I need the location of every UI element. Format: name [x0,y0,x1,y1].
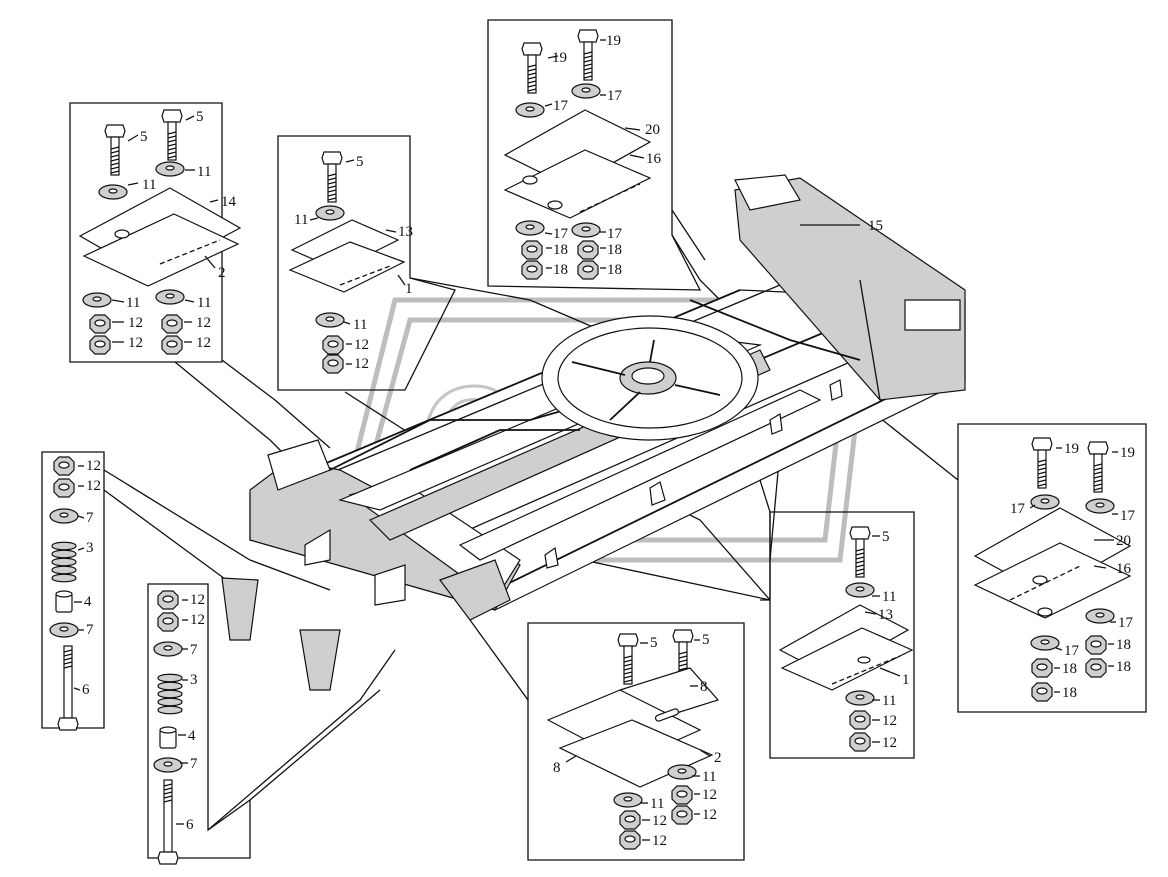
callout-17: 17 [607,226,623,242]
callout-17: 17 [1010,501,1026,517]
callout-12: 12 [702,787,717,803]
callout-13: 13 [878,607,893,623]
callout-12: 12 [190,612,205,628]
panel-bottom-center-parts [546,629,720,850]
callout-1: 1 [902,672,910,688]
callout-18: 18 [607,262,622,278]
callout-12: 12 [652,813,667,829]
panel-top-right [487,19,702,291]
callout-18: 18 [1062,685,1077,701]
panel-left-narrow-parts [49,456,79,731]
panel-bottom-center [527,622,745,861]
callout-18: 18 [1062,661,1077,677]
callout-5: 5 [882,529,890,545]
callout-16: 16 [646,151,662,167]
callout-12: 12 [86,458,101,474]
callout-12: 12 [882,735,897,751]
panel-top-middle-parts [288,151,406,374]
callout-17: 17 [553,226,569,242]
callout-7: 7 [190,756,198,772]
callout-12: 12 [86,478,101,494]
callout-11: 11 [126,295,140,311]
callout-12: 12 [354,356,369,372]
panel-top-left-parts [78,109,242,355]
callout-18: 18 [1116,637,1131,653]
callout-19: 19 [1064,441,1079,457]
callout-18: 18 [553,262,568,278]
callout-11: 11 [650,796,664,812]
panel-right-middle-parts [778,526,914,752]
callout-11: 11 [702,769,716,785]
callout-12: 12 [882,713,897,729]
callout-5: 5 [140,129,148,145]
callout-18: 18 [1116,659,1131,675]
panel-far-right-parts [973,437,1132,702]
callout-5: 5 [702,632,710,648]
callout-11: 11 [882,693,896,709]
callout-12: 12 [190,592,205,608]
callout-12: 12 [702,807,717,823]
callout-8: 8 [553,760,561,776]
callout-4: 4 [84,594,92,610]
callout-12: 12 [354,337,369,353]
callout-19: 19 [1120,445,1135,461]
callout-17: 17 [1120,508,1136,524]
callout-6: 6 [186,817,194,833]
callout-12: 12 [128,335,143,351]
callout-11: 11 [142,177,156,193]
callout-16: 16 [1116,561,1132,577]
slewing-ring [541,315,759,441]
panel-far-right [957,423,1147,713]
callout-5: 5 [650,635,658,651]
callout-2: 2 [714,750,722,766]
callout-4: 4 [188,728,196,744]
callout-17: 17 [607,88,623,104]
callout-5: 5 [196,109,204,125]
callout-15: 15 [868,218,883,234]
callout-8: 8 [700,679,708,695]
callout-7: 7 [190,642,198,658]
callout-3: 3 [190,672,198,688]
callout-19: 19 [552,50,567,66]
callout-11: 11 [197,295,211,311]
callout-18: 18 [607,242,622,258]
callout-3: 3 [86,540,94,556]
callout-labels: 5 5 11 11 14 2 11 11 12 12 12 12 5 11 13… [82,33,1136,849]
callout-12: 12 [196,335,211,351]
callout-12: 12 [128,315,143,331]
panel-bottom-left-parts [153,590,183,865]
callout-2: 2 [218,265,226,281]
callout-17: 17 [1064,643,1080,659]
callout-17: 17 [553,98,569,114]
callout-7: 7 [86,622,94,638]
callout-20: 20 [645,122,660,138]
callout-11: 11 [294,212,308,228]
callout-12: 12 [652,833,667,849]
callout-14: 14 [221,194,237,210]
panel-top-left [69,102,223,363]
panel-top-right-parts [503,29,652,280]
panel-right-middle [769,511,915,759]
panel-left-narrow [41,451,105,729]
callout-11: 11 [353,317,367,333]
callout-1: 1 [405,281,413,297]
callout-20: 20 [1116,533,1131,549]
callout-18: 18 [553,242,568,258]
step-right-middle [760,512,771,601]
callout-11: 11 [882,589,896,605]
callout-leaders [73,39,1118,841]
callout-6: 6 [82,682,90,698]
callout-19: 19 [606,33,621,49]
callout-11: 11 [197,164,211,180]
callout-13: 13 [398,224,413,240]
panel-top-middle [277,135,456,391]
callout-12: 12 [196,315,211,331]
callout-5: 5 [356,154,364,170]
callout-7: 7 [86,510,94,526]
callout-17: 17 [1118,615,1134,631]
